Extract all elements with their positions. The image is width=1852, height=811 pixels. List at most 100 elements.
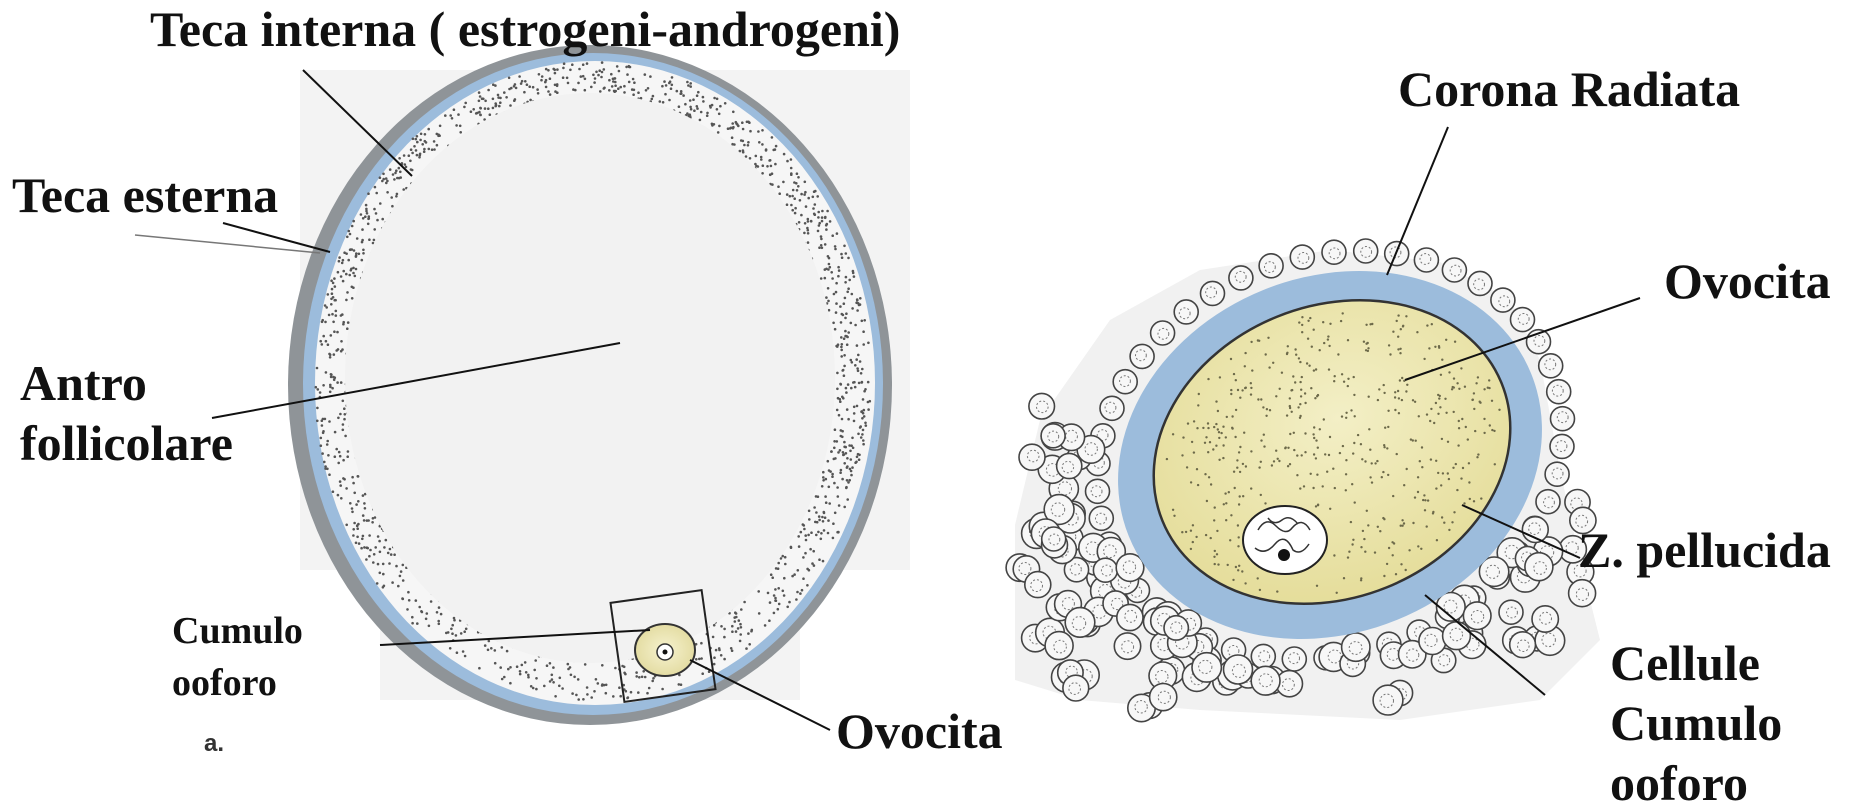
granulosa-dot xyxy=(423,150,426,153)
granulosa-dot xyxy=(832,322,835,325)
granulosa-dot xyxy=(822,560,825,563)
granulosa-dot xyxy=(416,154,419,157)
granulosa-dot xyxy=(628,81,631,84)
granulosa-dot xyxy=(343,418,346,421)
granulosa-dot xyxy=(804,552,807,555)
cytoplasm-dot xyxy=(1198,393,1200,395)
granulosa-dot xyxy=(509,682,512,685)
cytoplasm-dot xyxy=(1187,422,1189,424)
granulosa-dot xyxy=(854,386,857,389)
cytoplasm-dot xyxy=(1397,348,1399,350)
cytoplasm-dot xyxy=(1392,331,1394,333)
granulosa-dot xyxy=(561,687,564,690)
granulosa-dot xyxy=(852,272,855,275)
granulosa-dot xyxy=(731,625,734,628)
granulosa-dot xyxy=(330,279,333,282)
cytoplasm-dot xyxy=(1365,324,1367,326)
cytoplasm-dot xyxy=(1397,336,1399,338)
granulosa-dot xyxy=(425,618,428,621)
granulosa-dot xyxy=(358,542,361,545)
granulosa-dot xyxy=(362,494,365,497)
granulosa-dot xyxy=(354,275,357,278)
cytoplasm-dot xyxy=(1272,362,1274,364)
cytoplasm-dot xyxy=(1420,548,1422,550)
cytoplasm-dot xyxy=(1399,348,1401,350)
granulosa-dot xyxy=(860,411,863,414)
granulosa-dot xyxy=(858,382,861,385)
granulosa-dot xyxy=(593,81,596,84)
granulosa-dot xyxy=(678,105,681,108)
granulosa-dot xyxy=(862,443,865,446)
cytoplasm-dot xyxy=(1456,382,1458,384)
granulosa-dot xyxy=(692,98,695,101)
granulosa-dot xyxy=(363,519,366,522)
granulosa-dot xyxy=(340,381,343,384)
granulosa-dot xyxy=(614,84,617,87)
granulosa-dot xyxy=(800,531,803,534)
granulosa-dot xyxy=(814,521,817,524)
granulosa-dot xyxy=(665,84,668,87)
granulosa-dot xyxy=(807,229,810,232)
cytoplasm-dot xyxy=(1339,452,1341,454)
granulosa-dot xyxy=(835,291,838,294)
granulosa-dot xyxy=(416,622,419,625)
cytoplasm-dot xyxy=(1222,457,1224,459)
cytoplasm-dot xyxy=(1313,437,1315,439)
granulosa-dot xyxy=(535,677,538,680)
cumulus-cell xyxy=(1045,632,1073,660)
granulosa-dot xyxy=(444,114,447,117)
granulosa-dot xyxy=(549,77,552,80)
granulosa-dot xyxy=(700,642,703,645)
cytoplasm-dot xyxy=(1343,577,1345,579)
granulosa-dot xyxy=(743,601,746,604)
cytoplasm-dot xyxy=(1458,427,1460,429)
cytoplasm-dot xyxy=(1266,408,1268,410)
granulosa-dot xyxy=(351,225,354,228)
granulosa-dot xyxy=(377,535,380,538)
granulosa-dot xyxy=(327,343,330,346)
granulosa-dot xyxy=(850,322,853,325)
cytoplasm-dot xyxy=(1488,379,1490,381)
cytoplasm-dot xyxy=(1236,467,1238,469)
cytoplasm-dot xyxy=(1307,320,1309,322)
granulosa-dot xyxy=(592,74,595,77)
cytoplasm-dot xyxy=(1234,436,1236,438)
cytoplasm-dot xyxy=(1319,349,1321,351)
granulosa-dot xyxy=(642,670,645,673)
granulosa-dot xyxy=(391,581,394,584)
cytoplasm-dot xyxy=(1377,526,1379,528)
granulosa-dot xyxy=(330,298,333,301)
cytoplasm-dot xyxy=(1354,415,1356,417)
cytoplasm-dot xyxy=(1209,441,1211,443)
cytoplasm-dot xyxy=(1237,524,1239,526)
granulosa-dot xyxy=(777,185,780,188)
cumulus-cell xyxy=(1468,271,1492,295)
granulosa-dot xyxy=(664,93,667,96)
cytoplasm-dot xyxy=(1431,323,1433,325)
cytoplasm-dot xyxy=(1304,432,1306,434)
granulosa-dot xyxy=(840,321,843,324)
granulosa-dot xyxy=(810,531,813,534)
cytoplasm-dot xyxy=(1341,373,1343,375)
granulosa-dot xyxy=(862,439,865,442)
granulosa-dot xyxy=(853,406,856,409)
granulosa-dot xyxy=(546,664,549,667)
cytoplasm-dot xyxy=(1219,376,1221,378)
cytoplasm-dot xyxy=(1351,483,1353,485)
granulosa-dot xyxy=(405,166,408,169)
granulosa-dot xyxy=(410,168,413,171)
cytoplasm-dot xyxy=(1440,484,1442,486)
cytoplasm-dot xyxy=(1448,478,1450,480)
granulosa-dot xyxy=(831,473,834,476)
granulosa-dot xyxy=(538,73,541,76)
granulosa-dot xyxy=(807,232,810,235)
granulosa-dot xyxy=(352,482,355,485)
granulosa-dot xyxy=(761,172,764,175)
cytoplasm-dot xyxy=(1428,347,1430,349)
cytoplasm-dot xyxy=(1301,376,1303,378)
granulosa-dot xyxy=(582,63,585,66)
cytoplasm-dot xyxy=(1191,441,1193,443)
cytoplasm-dot xyxy=(1392,495,1394,497)
granulosa-dot xyxy=(402,598,405,601)
granulosa-dot xyxy=(325,340,328,343)
